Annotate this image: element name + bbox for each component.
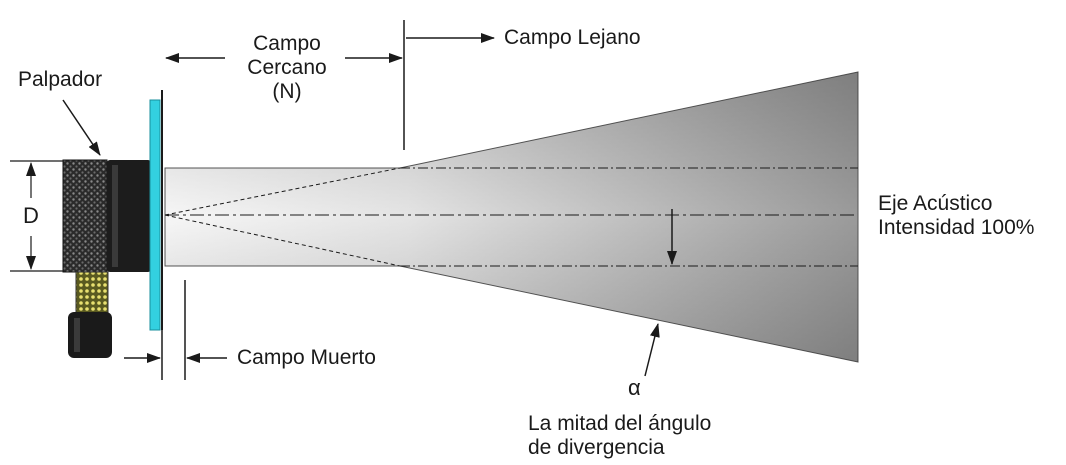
diameter-dimension [10,160,63,272]
far-field-label: Campo Lejano [504,26,641,49]
convergence-lower-line [164,214,401,267]
acoustic-axis-label: Eje Acústico Intensidad 100% [878,192,1034,240]
dead-zone-label: Campo Muerto [237,346,376,369]
probe-knurled-housing [62,159,108,273]
near-field-label-line3: (N) [272,80,302,103]
cable-connector-highlight [74,318,80,352]
acoustic-axis-label-line2: Intensidad 100% [878,216,1035,239]
half-angle-label-line1: La mitad del ángulo [528,412,712,435]
cable-braid [75,271,109,315]
dead-zone-dimension [124,280,227,380]
probe-body-highlight [112,165,118,267]
beam-center-lines [164,167,858,267]
crystal-element [149,99,161,331]
near-field-dimension [165,20,405,150]
alpha-label: α [628,375,641,400]
half-angle-label: La mitad del ángulo de divergencia [528,412,711,460]
probe-label: Palpador [18,68,103,91]
near-field-label-line1: Campo [253,32,321,55]
probe-transducer [62,90,163,358]
probe-pointer-arrow [62,99,101,156]
near-field-label: Campo Cercano (N) [232,32,342,104]
sound-beam [164,71,859,363]
beam-shading [165,72,858,362]
half-angle-label-line2: de divergencia [528,436,665,459]
diameter-label: D [23,203,39,228]
near-field-label-line2: Cercano [247,56,327,79]
convergence-upper-line [164,167,401,216]
acoustic-axis-label-line1: Eje Acústico [878,192,993,215]
half-angle-arrow [644,323,660,377]
